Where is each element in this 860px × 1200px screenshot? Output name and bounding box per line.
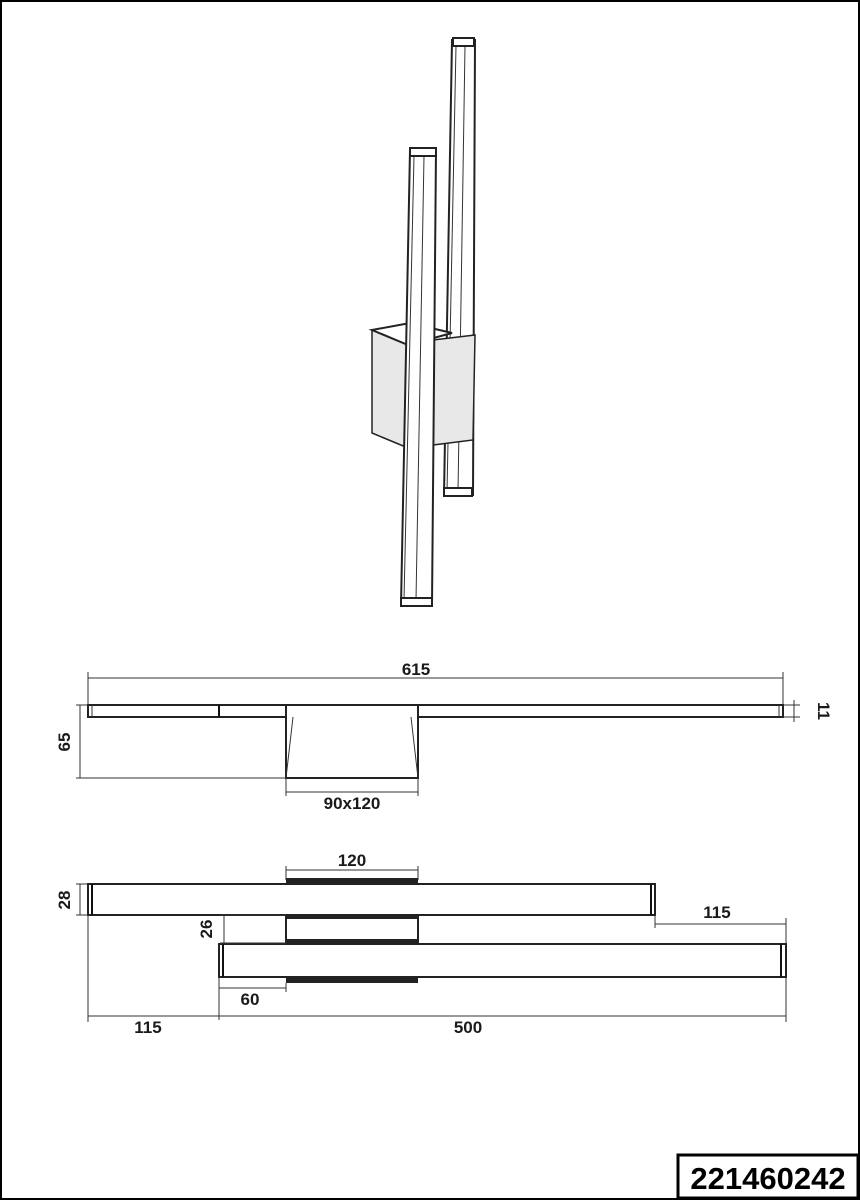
title-block [676,1153,860,1200]
dim-base-depth: 26 [197,920,216,939]
dim-bar-length: 500 [454,1018,482,1037]
dim-bar-thickness: 11 [814,702,833,720]
top-view [76,866,787,1022]
dim-top-bar-depth: 28 [55,891,74,910]
dim-offset-right: 115 [703,903,730,922]
dim-offset-left: 115 [134,1018,161,1037]
dim-front-height: 65 [55,733,74,752]
dim-front-width: 615 [402,660,430,679]
isometric-view [368,37,477,607]
dim-base-width: 120 [338,851,366,870]
article-number: 221460242 [690,1161,845,1196]
dim-base-offset: 60 [241,990,260,1009]
front-view [76,672,800,796]
dim-base-size: 90x120 [324,794,381,813]
